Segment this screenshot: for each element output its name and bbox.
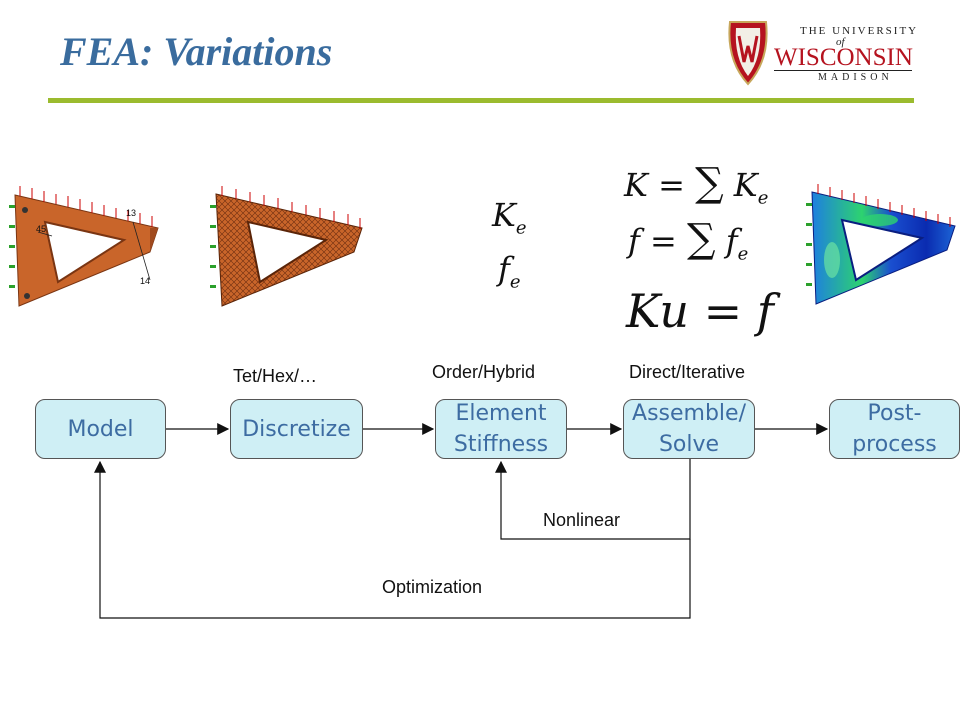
math-fe-symbol: f (498, 250, 510, 288)
uw-crest-icon (728, 21, 768, 86)
math-sum-f: f = ∑ fe (628, 216, 748, 264)
box-assemble-solve: Assemble/ Solve (623, 399, 755, 459)
slide-title: FEA: Variations (60, 29, 333, 74)
dim-label-14: 14 (140, 276, 150, 286)
math-sum-k-sigma: ∑ (695, 160, 724, 206)
math-sum-k: K = ∑ Ke (624, 160, 768, 208)
label-optimization: Optimization (382, 577, 483, 597)
box-post-process: Post- process (829, 399, 960, 459)
logo-university-text: THE UNIVERSITY (800, 25, 919, 37)
title-underline (48, 98, 914, 103)
box-model: Model (35, 399, 166, 459)
label-order-hybrid: Order/Hybrid (432, 362, 536, 382)
meshed-part-image (210, 186, 363, 307)
math-ke-symbol: K (492, 196, 516, 234)
math-ku-f: Ku = f (626, 284, 774, 338)
math-sum-k-rhs: K (733, 166, 758, 204)
dim-label-13: 13 (126, 208, 136, 218)
math-sum-f-rhs: f (725, 222, 738, 260)
math-ke-subscript: e (515, 217, 527, 239)
math-sum-k-lhs: K = (624, 166, 685, 204)
logo-wisconsin-text: WISCONSIN (774, 44, 913, 71)
label-direct-iterative: Direct/Iterative (629, 362, 746, 382)
box-element-stiffness: Element Stiffness (435, 399, 567, 459)
cad-model-part-image (9, 186, 159, 307)
label-tet-hex: Tet/Hex/… (233, 366, 318, 386)
stress-result-part-image (806, 184, 956, 305)
math-ke: Ke (492, 196, 527, 238)
math-sum-k-subscript: e (757, 187, 769, 209)
label-nonlinear: Nonlinear (543, 510, 621, 530)
math-fe: fe (498, 250, 521, 292)
logo-of-text: of (836, 36, 845, 48)
math-sum-f-lhs: f = (628, 222, 677, 260)
dim-label-45: 45 (36, 224, 46, 234)
box-discretize: Discretize (230, 399, 363, 459)
logo-madison-text: MADISON (818, 72, 893, 83)
logo-divider (774, 70, 912, 71)
math-sum-f-sigma: ∑ (687, 216, 716, 262)
math-fe-subscript: e (509, 271, 521, 293)
math-sum-f-subscript: e (737, 243, 749, 265)
